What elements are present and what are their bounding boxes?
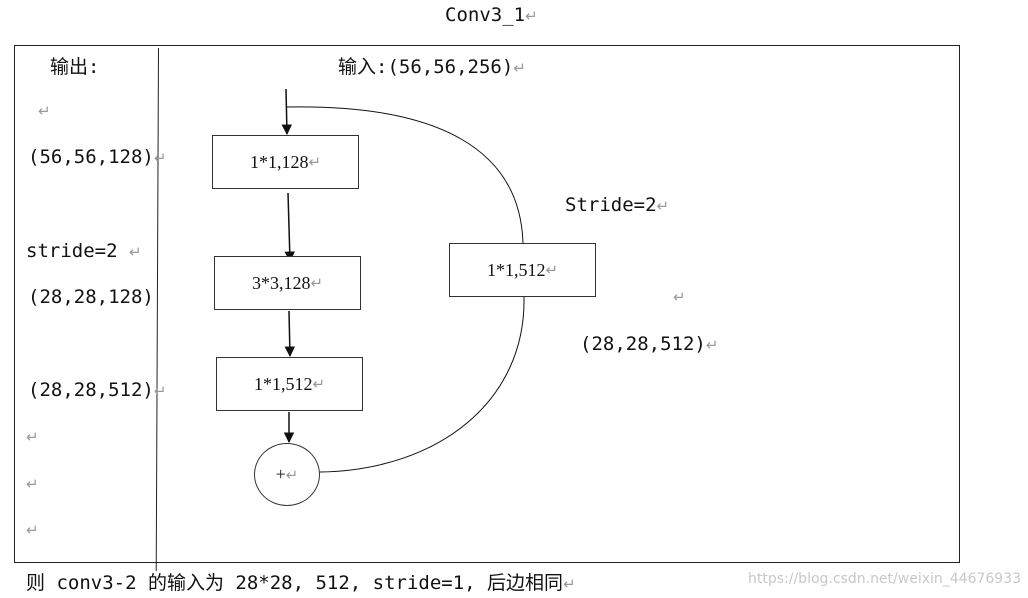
conv-box-label: 1*1,512 xyxy=(486,259,546,280)
conv-box-label: 1*1,512 xyxy=(253,373,313,394)
paragraph-mark: ↵ xyxy=(563,575,576,593)
input-shape-label: 输入:(56,56,256) xyxy=(338,56,514,78)
paragraph-mark: ↵ xyxy=(545,261,559,279)
output-shape-3: (28,28,512) xyxy=(28,379,154,401)
paragraph-mark: ↵ xyxy=(38,102,51,120)
output-shape-1: (56,56,128) xyxy=(28,146,154,168)
conv-box-label: 3*3,128 xyxy=(251,272,311,293)
add-node: +↵ xyxy=(254,443,320,506)
paragraph-mark: ↵ xyxy=(656,197,670,215)
output-header: 输出: xyxy=(50,56,100,78)
paragraph-mark: ↵ xyxy=(673,288,686,306)
arrow-input-to-box1 xyxy=(281,88,293,136)
footer-note: 则 conv3-2 的输入为 28*28, 512, stride=1, 后边相… xyxy=(26,572,564,594)
paragraph-mark: ↵ xyxy=(525,7,538,25)
shortcut-curve-bottom xyxy=(319,296,525,473)
add-symbol: + xyxy=(275,464,286,484)
paragraph-mark: ↵ xyxy=(513,59,526,77)
shortcut-conv-box: 1*1,512↵ xyxy=(449,243,596,297)
paragraph-mark: ↵ xyxy=(310,274,324,292)
shortcut-output-shape: (28,28,512) xyxy=(580,333,706,355)
paragraph-mark: ↵ xyxy=(26,475,39,493)
paragraph-mark: ↵ xyxy=(128,243,142,261)
diagram-title: Conv3_1 xyxy=(445,4,526,26)
shortcut-curve-top xyxy=(285,106,524,244)
conv-box-1x1-128: 1*1,128↵ xyxy=(212,135,359,189)
paragraph-mark: ↵ xyxy=(26,521,39,539)
diagram-frame xyxy=(14,45,960,563)
paragraph-mark: ↵ xyxy=(308,153,322,171)
arrow-box2-to-box3 xyxy=(284,310,296,358)
watermark: https://blog.csdn.net/weixin_44676933 xyxy=(748,571,1022,587)
paragraph-mark: ↵ xyxy=(312,375,326,393)
paragraph-mark: ↵ xyxy=(153,382,167,400)
paragraph-mark: ↵ xyxy=(285,465,299,484)
stride-label: stride=2 xyxy=(26,240,118,262)
output-shape-2: (28,28,128) xyxy=(28,286,154,308)
shortcut-stride-label: Stride=2 xyxy=(565,194,657,216)
paragraph-mark: ↵ xyxy=(153,149,167,167)
arrow-box1-to-box2 xyxy=(284,192,295,263)
conv-box-label: 1*1,128 xyxy=(249,151,309,172)
paragraph-mark: ↵ xyxy=(705,336,719,354)
conv-box-3x3-128: 3*3,128↵ xyxy=(214,256,361,310)
paragraph-mark: ↵ xyxy=(26,428,39,446)
conv-box-1x1-512: 1*1,512↵ xyxy=(216,357,363,411)
